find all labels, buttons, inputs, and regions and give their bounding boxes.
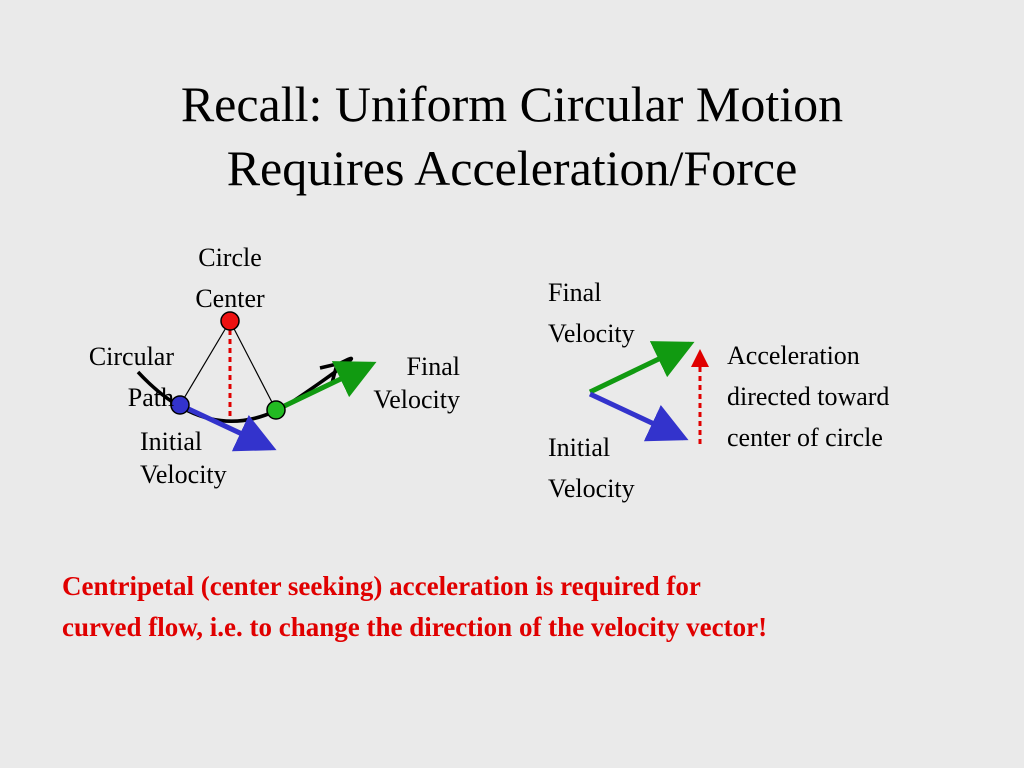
- final-velocity-label-left-line-2: Velocity: [373, 385, 460, 414]
- final-velocity-label-right-line-2: Velocity: [548, 319, 635, 348]
- vector-difference-diagram: [588, 341, 709, 444]
- final-velocity-label-right-line-1: Final: [548, 278, 602, 307]
- acceleration-label-line-1: Acceleration: [727, 341, 860, 370]
- centripetal-note: Centripetal (center seeking) acceleratio…: [62, 566, 982, 648]
- radius-line-initial: [179, 320, 231, 406]
- initial-velocity-label-right-line-1: Initial: [548, 433, 611, 462]
- acceleration-label-line-2: directed toward: [727, 382, 890, 411]
- circle-center-label: Circle Center: [180, 237, 280, 319]
- circular-path-label-line-1: Circular: [88, 342, 174, 371]
- initial-velocity-label-left-line-2: Velocity: [140, 460, 227, 489]
- initial-velocity-arrow-right: [588, 391, 689, 442]
- final-velocity-arrow-right: [588, 341, 695, 395]
- final-velocity-label-right: Final Velocity: [548, 272, 635, 354]
- slide-title: Recall: Uniform Circular Motion Requires…: [0, 72, 1024, 200]
- circular-path-label: Circular Path: [46, 336, 174, 418]
- initial-velocity-label-right: Initial Velocity: [548, 427, 635, 509]
- circular-path-label-line-2: Path: [127, 383, 174, 412]
- initial-velocity-label-left: Initial Velocity: [140, 425, 227, 491]
- radius-line-final: [229, 320, 277, 411]
- circle-center-label-line-2: Center: [195, 284, 265, 313]
- circular-motion-diagram: [136, 311, 377, 452]
- initial-position-point: [170, 395, 190, 415]
- title-line-2: Requires Acceleration/Force: [226, 140, 798, 196]
- final-velocity-label-left: Final Velocity: [330, 350, 460, 416]
- final-velocity-arrow-left: [274, 361, 377, 413]
- circle-center-label-line-1: Circle: [198, 243, 262, 272]
- initial-velocity-label-right-line-2: Velocity: [548, 474, 635, 503]
- initial-velocity-label-left-line-1: Initial: [140, 427, 203, 456]
- final-velocity-label-left-line-1: Final: [406, 352, 460, 381]
- acceleration-label-line-3: center of circle: [727, 423, 883, 452]
- center-point: [220, 311, 240, 331]
- acceleration-label: Acceleration directed toward center of c…: [727, 335, 889, 458]
- note-line-2: curved flow, i.e. to change the directio…: [62, 612, 768, 642]
- final-position-point: [266, 400, 286, 420]
- initial-velocity-arrow-left: [178, 402, 277, 452]
- title-line-1: Recall: Uniform Circular Motion: [180, 76, 844, 132]
- note-line-1: Centripetal (center seeking) acceleratio…: [62, 571, 701, 601]
